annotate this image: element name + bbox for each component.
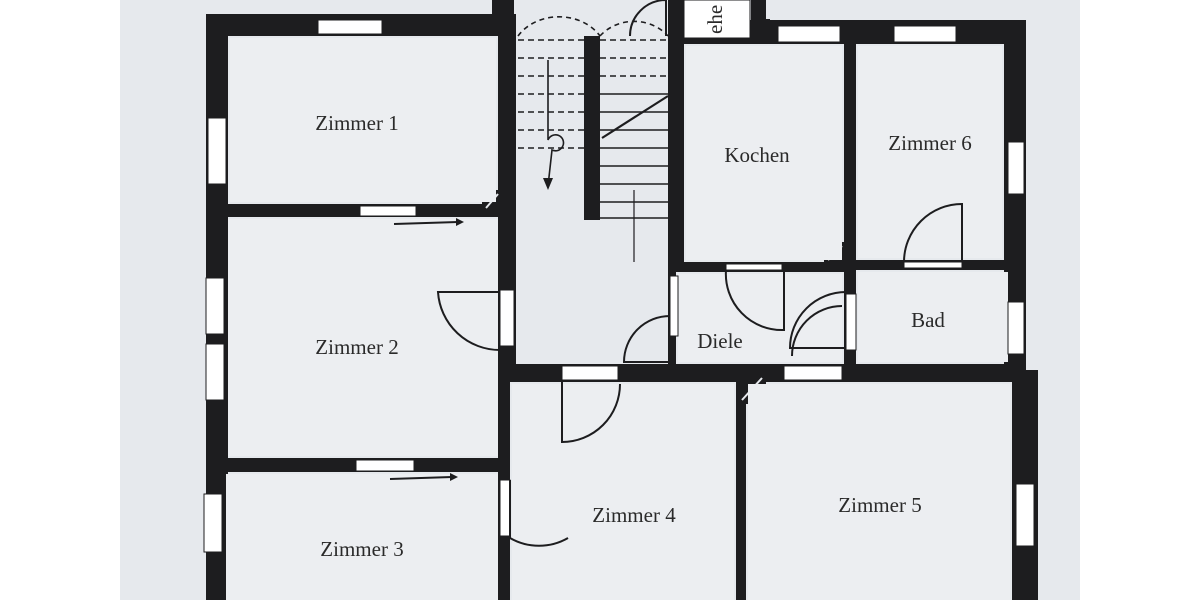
- window-z2-left-2: [205, 343, 225, 401]
- room-floors: [226, 38, 1010, 600]
- label-zimmer6: Zimmer 6: [888, 131, 971, 155]
- window-z1-top: [317, 19, 383, 35]
- label-diele: Diele: [697, 329, 742, 353]
- label-zimmer1: Zimmer 1: [315, 111, 398, 135]
- opening-z6-bottom: [903, 261, 963, 269]
- window-z6-right: [1007, 141, 1025, 195]
- opening-bad-left: [845, 293, 857, 351]
- top-cut-edge: [751, 0, 770, 21]
- door-zimmer4-left: [509, 480, 569, 547]
- label-kochen: Kochen: [724, 143, 790, 167]
- door-kochen: [724, 269, 785, 332]
- stair-break-line: [601, 95, 669, 139]
- opening-z5-top: [783, 365, 843, 381]
- windows: [203, 0, 1035, 553]
- floor-zimmer5: [748, 384, 1010, 600]
- opening-z2-stair: [499, 289, 515, 347]
- label-bad: Bad: [911, 308, 945, 332]
- label-zimmer4: Zimmer 4: [592, 503, 676, 527]
- door-zimmer4-top: [561, 380, 621, 444]
- stair-core: [584, 36, 600, 220]
- window-bad-right: [1007, 301, 1025, 355]
- wall-rooms-stair: [498, 14, 516, 374]
- floor-zimmer1: [230, 38, 496, 202]
- window-z2-z3: [355, 459, 415, 472]
- door-bad-inner: [791, 305, 843, 357]
- arrow-z3-head-icon: [450, 473, 458, 481]
- window-kochen-top: [777, 25, 841, 43]
- stair-arrow-icon: [543, 178, 553, 190]
- arrow-z2-line: [393, 221, 459, 225]
- floor-bad: [858, 272, 1008, 362]
- stair-arc-right: [599, 20, 669, 37]
- wall-top-stub-2: [752, 0, 766, 44]
- floor-zimmer4: [512, 384, 734, 600]
- window-z1-z2: [359, 205, 417, 217]
- arrow-z3-line: [389, 476, 453, 480]
- window-z6-top: [893, 25, 957, 43]
- right-margin: [1080, 0, 1200, 600]
- door-zimmer6: [903, 202, 963, 263]
- opening-kochen-bottom: [725, 263, 783, 271]
- staircase: [517, 16, 669, 262]
- floor-zimmer6: [858, 46, 1002, 258]
- stair-arc-left: [517, 16, 601, 37]
- opening-z4-top: [561, 365, 619, 381]
- window-z1-left: [207, 117, 227, 185]
- window-z5-right: [1015, 483, 1035, 547]
- arrow-z2-head-icon: [456, 218, 464, 226]
- wall-kochen-z6: [844, 40, 856, 370]
- wall-top-stub: [668, 0, 684, 44]
- outer-wall-right-upper: [1004, 20, 1026, 380]
- door-bad: [788, 291, 847, 349]
- wall-corridor-bottom: [500, 364, 1020, 382]
- opening-diele-left: [669, 275, 679, 337]
- floor-zimmer3: [226, 474, 498, 600]
- window-z2-left-1: [205, 277, 225, 335]
- doors: [436, 0, 963, 547]
- label-top-cut: ehe: [703, 5, 727, 34]
- label-zimmer2: Zimmer 2: [315, 335, 398, 359]
- label-zimmer3: Zimmer 3: [320, 537, 403, 561]
- door-zimmer2: [436, 291, 501, 352]
- floor-zimmer2: [228, 219, 498, 456]
- left-margin: [0, 0, 120, 600]
- floor-kochen: [686, 46, 842, 260]
- stair-walk-line: [547, 60, 565, 187]
- wall-arrows: [389, 221, 459, 480]
- window-z3-left: [203, 493, 223, 553]
- door-stair-diele: [622, 315, 671, 363]
- wall-z4-z5: [736, 372, 746, 600]
- label-zimmer5: Zimmer 5: [838, 493, 921, 517]
- wall-stair-right: [668, 40, 684, 268]
- opening-z4-left: [499, 479, 511, 537]
- door-top-cut: [629, 0, 667, 37]
- top-cut-room: [683, 0, 751, 39]
